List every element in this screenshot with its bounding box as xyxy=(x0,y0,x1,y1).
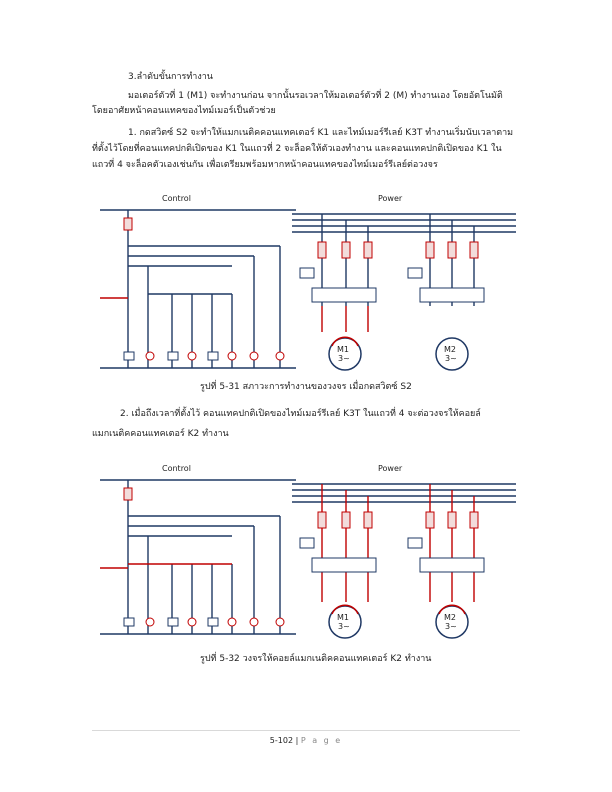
fig2-control-label: Control xyxy=(162,464,191,473)
fig1-control-label: Control xyxy=(162,194,191,203)
step1-line-2: ที่ตั้งไว้โดยที่คอนแทคปกติเปิดของ K1 ในแ… xyxy=(92,144,502,154)
footer-divider xyxy=(92,730,520,731)
step1-line-1: 1. กดสวิตซ์ S2 จะทำให้แมกเนติคคอนแทคเตอร… xyxy=(128,128,514,138)
section-title: 3.ลำดับขั้นการทำงาน xyxy=(128,72,213,82)
page-number: 5-102 xyxy=(269,736,294,745)
fig2-power-label: Power xyxy=(378,464,403,473)
step1-line-3: แถวที่ 4 จะล็อคตัวเองเช่นกัน เพื่อเตรียม… xyxy=(92,160,438,170)
fig2-motor1-phase: 3~ xyxy=(338,622,350,631)
fig1-motor2-phase: 3~ xyxy=(445,354,457,363)
fig1-motor2-label: M2 xyxy=(444,345,456,354)
step2-line-2: แมกเนติคคอนแทคเตอร์ K2 ทำงาน xyxy=(92,429,229,439)
fig1-power-label: Power xyxy=(378,194,403,203)
page-footer: 5-102 | P a g e xyxy=(0,736,612,745)
intro-line-2: โดยอาศัยหน้าคอนแทคของไทม์เมอร์เป็นตัวช่ว… xyxy=(92,106,276,116)
fig1-motor1-phase: 3~ xyxy=(338,354,350,363)
page-word: P a g e xyxy=(300,736,343,745)
fig2-schematic xyxy=(100,479,516,639)
footer-separator: | xyxy=(293,736,301,745)
fig2-motor2-label: M2 xyxy=(444,613,456,622)
fig2-motor2-phase: 3~ xyxy=(445,622,457,631)
fig1-caption: รูปที่ 5-31 สภาวะการทำงานของวงจร เมื่อกด… xyxy=(200,382,412,392)
step2-line-1: 2. เมื่อถึงเวลาที่ตั้งไว้ คอนแทคปกติเปิด… xyxy=(120,409,481,419)
fig1-motor1-label: M1 xyxy=(337,345,349,354)
fig2-caption: รูปที่ 5-32 วงจรให้คอยล์แมกเนติคคอนแทคเต… xyxy=(200,654,432,664)
fig2-motor1-label: M1 xyxy=(337,613,349,622)
fig1-schematic xyxy=(100,209,516,371)
intro-line-1: มอเตอร์ตัวที่ 1 (M1) จะทำงานก่อน จากนั้น… xyxy=(128,91,503,101)
